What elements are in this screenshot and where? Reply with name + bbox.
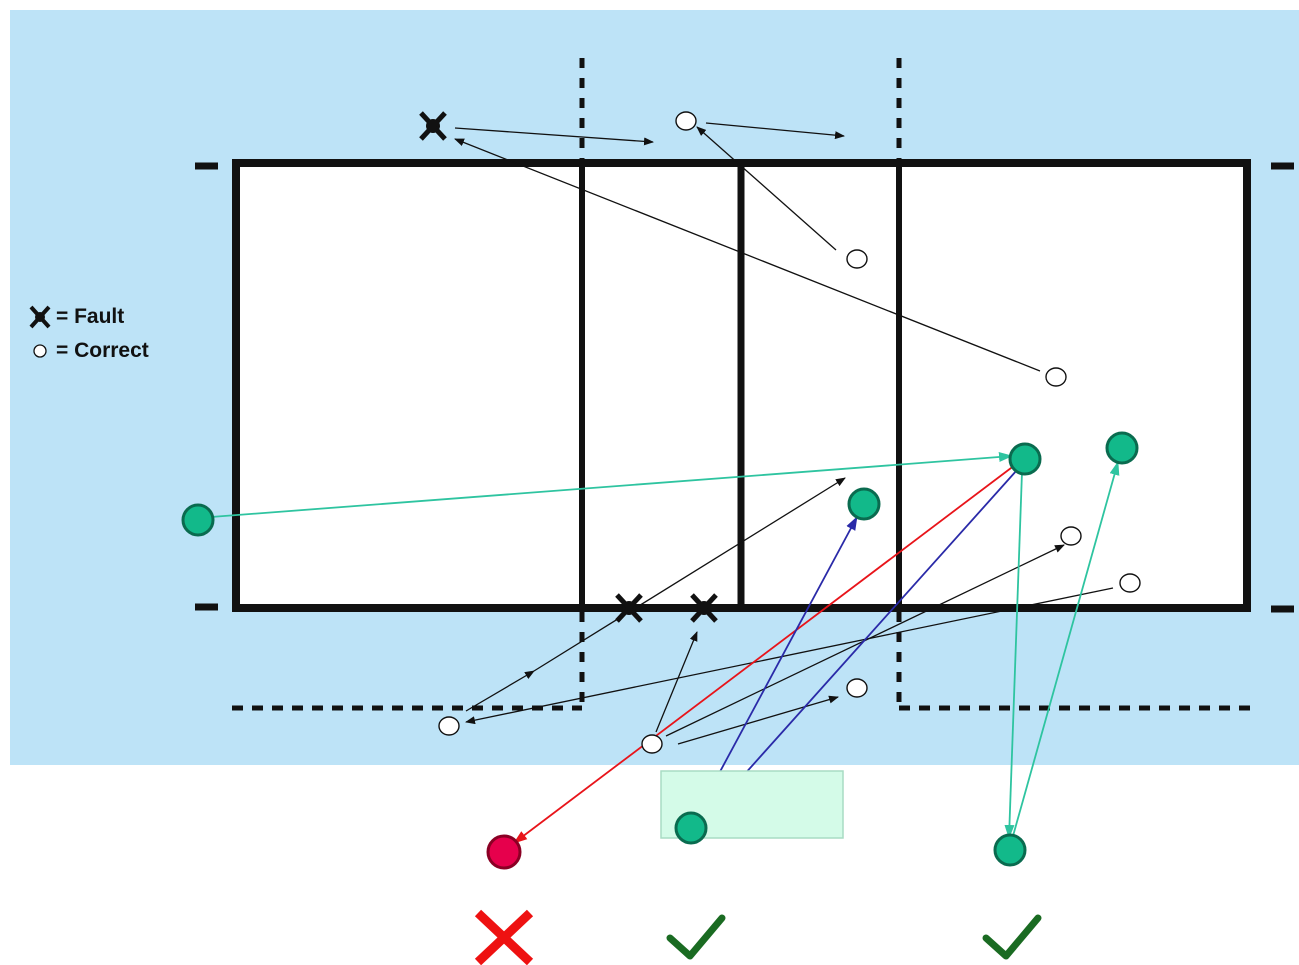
player-marker-fault	[486, 834, 522, 870]
correct-circle-marker-icon	[1060, 526, 1082, 546]
player-marker	[1008, 442, 1042, 476]
correct-circle-marker-icon	[1045, 367, 1067, 387]
player-marker	[1105, 431, 1139, 465]
red-x-icon	[474, 909, 534, 965]
legend-correct-row: = Correct	[28, 334, 149, 368]
green-check-icon	[982, 914, 1042, 960]
colored-arrows	[197, 452, 1120, 844]
teal-arrow	[1004, 471, 1023, 839]
legend-correct-label: = Correct	[56, 339, 149, 362]
teal-arrow	[1012, 461, 1120, 837]
arrow	[533, 477, 846, 672]
fault-x-marker-icon	[690, 593, 718, 623]
blue-arrow	[699, 469, 1018, 825]
correct-circle-marker-icon	[28, 339, 52, 363]
player-markers	[181, 431, 1139, 867]
fault-x-marker-icon	[419, 111, 447, 141]
arrow	[454, 127, 654, 146]
red-arrow	[513, 464, 1016, 844]
player-marker	[847, 487, 881, 521]
correct-circle-marker-icon	[1119, 573, 1141, 593]
player-marker	[674, 811, 708, 845]
correct-circle-marker-icon	[846, 678, 868, 698]
arrow	[677, 695, 839, 745]
legend-fault-row: = Fault	[28, 300, 149, 334]
legend-fault-label: = Fault	[56, 305, 125, 328]
blue-arrow	[693, 516, 858, 821]
arrow	[454, 138, 1041, 372]
arrow	[705, 122, 845, 140]
arrow	[465, 587, 1114, 725]
green-check-icon	[666, 914, 726, 960]
player-marker	[181, 503, 215, 537]
correct-circle-marker-icon	[641, 734, 663, 754]
correct-markers	[438, 111, 1141, 754]
teal-arrow	[197, 452, 1013, 519]
correct-circle-marker-icon	[846, 249, 868, 269]
black-arrows	[454, 122, 1114, 745]
arrow	[465, 670, 535, 712]
correct-circle-marker-icon	[675, 111, 697, 131]
player-marker	[993, 833, 1027, 867]
correct-circle-marker-icon	[438, 716, 460, 736]
fault-x-marker-icon	[615, 593, 643, 623]
fault-markers	[419, 111, 718, 623]
arrow	[655, 631, 698, 733]
legend: = Fault = Correct	[28, 300, 149, 368]
fault-x-marker-icon	[28, 305, 52, 329]
arrow	[696, 126, 837, 251]
